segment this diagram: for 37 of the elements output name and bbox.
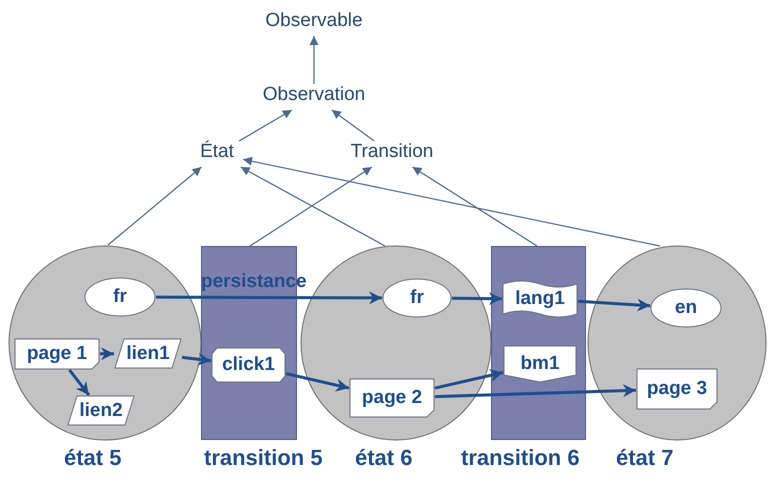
concept-label: Transition	[333, 141, 451, 167]
concept-label: Observation	[243, 84, 385, 110]
arrow	[100, 347, 114, 360]
language-banner: lang1	[502, 280, 578, 318]
value-ellipse: en	[650, 288, 722, 328]
transition-band	[491, 246, 586, 440]
arrow	[452, 292, 502, 306]
arrow	[68, 369, 90, 396]
arrow	[240, 166, 386, 247]
arrow	[108, 166, 202, 246]
arrow	[412, 166, 538, 246]
state-caption: état 7	[616, 445, 674, 471]
arrow	[250, 166, 372, 246]
arrow	[434, 369, 504, 390]
page-document: page 2	[349, 378, 435, 418]
state-circle	[587, 245, 767, 441]
arrow	[331, 110, 375, 142]
arrow	[286, 372, 350, 392]
arrow	[182, 352, 212, 366]
value-ellipse: fr	[84, 277, 156, 317]
state-circle	[8, 245, 202, 441]
state-caption: transition 5	[204, 445, 323, 471]
bookmark-tag: bm1	[503, 345, 577, 383]
page-document: page 1	[14, 338, 100, 370]
state-caption: transition 6	[461, 445, 580, 471]
arrow	[156, 291, 382, 304]
arrow	[310, 36, 318, 84]
arrow	[434, 384, 636, 398]
state-caption: état 6	[355, 445, 412, 471]
value-ellipse: fr	[382, 278, 452, 318]
concept-label: État	[191, 141, 243, 167]
state-caption: état 5	[64, 445, 122, 471]
page-document: page 3	[636, 368, 718, 410]
arrow	[242, 156, 660, 247]
arrow	[578, 298, 650, 312]
concept-label: Observable	[255, 10, 373, 36]
arrow	[238, 109, 292, 142]
